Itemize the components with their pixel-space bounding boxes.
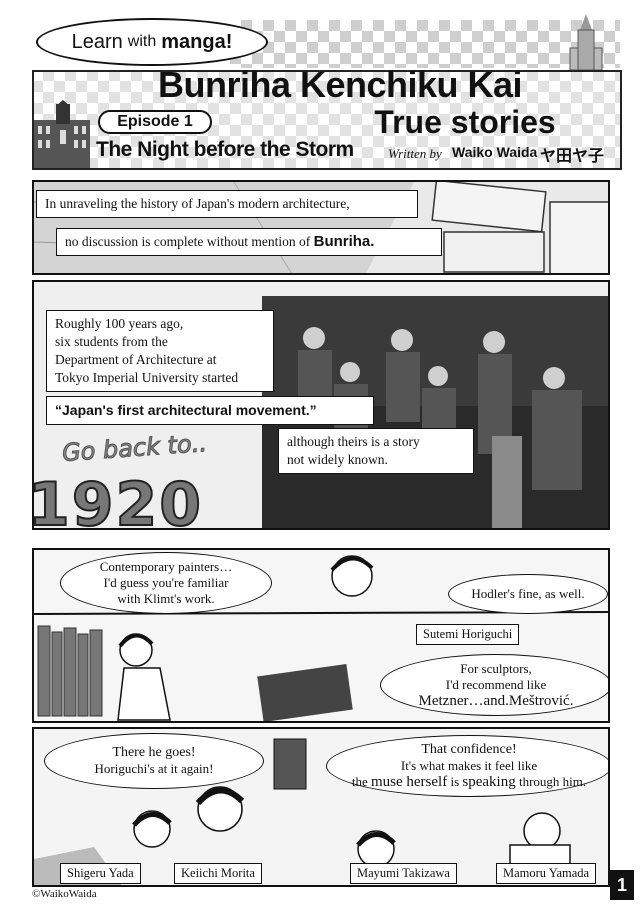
bubble-line-names: Metzner…and.Meštrović. — [418, 693, 574, 709]
bubble-line: That confidence! — [421, 742, 517, 757]
caption-100-years: Roughly 100 years ago, six students from… — [46, 310, 274, 392]
caption-bunriha-bold: Bunriha. — [313, 233, 375, 250]
building-illustration — [34, 100, 90, 168]
tag-with: with — [127, 33, 157, 50]
name-tag-horiguchi: Sutemi Horiguchi — [416, 624, 520, 645]
name-tag-takizawa: Mayumi Takizawa — [350, 863, 457, 884]
caption-line: six students from the — [55, 334, 168, 349]
bubble-word: the — [351, 774, 368, 789]
caption-not-known: although theirs is a story not widely kn… — [278, 428, 474, 474]
bubble-line: Horiguchi's at it again! — [94, 761, 214, 776]
panel-1: In unraveling the history of Japan's mod… — [32, 180, 610, 275]
learn-with-manga-bubble: Learn with manga! — [36, 18, 268, 66]
speech-bubble-sculptors: For sculptors, I'd recommend like Metzne… — [380, 654, 608, 716]
episode-title: The Night before the Storm — [96, 138, 354, 161]
title-frame — [32, 70, 622, 170]
bubble-line: It's what makes it feel like — [400, 758, 538, 773]
bubble-word: is — [450, 774, 460, 789]
bubble-line: I'd recommend like — [445, 677, 547, 692]
title-background — [32, 70, 622, 170]
checker-pattern — [230, 20, 620, 68]
caption-history-text: In unraveling the history of Japan's mod… — [45, 196, 350, 211]
caption-history: In unraveling the history of Japan's mod… — [36, 190, 418, 218]
caption-line: Department of Architecture at — [55, 352, 217, 367]
bubble-word: through him. — [518, 774, 587, 789]
movement-quote: “Japan's first architectural movement.” — [55, 402, 317, 418]
name-tag-morita: Keiichi Morita — [174, 863, 262, 884]
speech-bubble-painters: Contemporary painters… I'd guess you're … — [60, 552, 272, 614]
panel-2: Roughly 100 years ago, six students from… — [32, 280, 610, 530]
panel-3: Contemporary painters… I'd guess you're … — [32, 548, 610, 723]
bubble-line: For sculptors, — [460, 661, 532, 676]
written-by-label: Written by — [388, 146, 442, 161]
copyright: ©WaikoWaida — [32, 888, 97, 900]
bubble-line: There he goes! — [112, 745, 196, 760]
caption-line: Tokyo Imperial University started — [55, 370, 239, 385]
author-name-jp: ヤ田ヤ子 — [540, 146, 605, 165]
page-title: Bunriha Kenchiku Kai — [157, 64, 523, 105]
bubble-line: Contemporary painters… — [99, 559, 233, 574]
tag-manga: manga! — [161, 30, 233, 53]
caption-bunriha-text: no discussion is complete without mentio… — [65, 234, 311, 249]
name-tag-yamada: Mamoru Yamada — [496, 863, 597, 884]
bubble-line-3: the muse herself is speaking through him… — [352, 774, 586, 790]
speech-bubble-confidence: That confidence! It's what makes it feel… — [326, 735, 608, 797]
header: Learn with manga! Bunriha Kenchiku Kai T… — [0, 0, 640, 178]
bubble-line: with Klimt's work. — [117, 591, 215, 606]
author-name: Waiko Waida — [452, 144, 538, 160]
bubble-line: I'd guess you're familiar — [103, 575, 229, 590]
page-subtitle: True stories — [374, 104, 556, 140]
panel-4: There he goes! Horiguchi's at it again! … — [32, 727, 610, 887]
tower-illustration — [569, 14, 603, 70]
caption-movement: “Japan's first architectural movement.” — [46, 396, 374, 425]
year-label: 1920 — [27, 469, 203, 541]
tag-learn: Learn — [71, 30, 123, 53]
caption-line: although theirs is a story — [287, 434, 420, 449]
caption-bunriha: no discussion is complete without mentio… — [56, 228, 442, 256]
name-tag-yada: Shigeru Yada — [60, 863, 141, 884]
bubble-word-speaking: speaking — [462, 774, 516, 790]
speech-bubble-there-he-goes: There he goes! Horiguchi's at it again! — [44, 733, 264, 789]
bubble-hodler-text: Hodler's fine, as well. — [471, 586, 585, 601]
speech-bubble-hodler: Hodler's fine, as well. — [448, 574, 608, 614]
caption-line: not widely known. — [287, 452, 388, 467]
page-number: 1 — [610, 870, 634, 900]
bubble-word-muse: muse herself — [370, 774, 448, 790]
episode-badge: Episode 1 — [98, 110, 212, 134]
caption-line: Roughly 100 years ago, — [55, 316, 184, 331]
